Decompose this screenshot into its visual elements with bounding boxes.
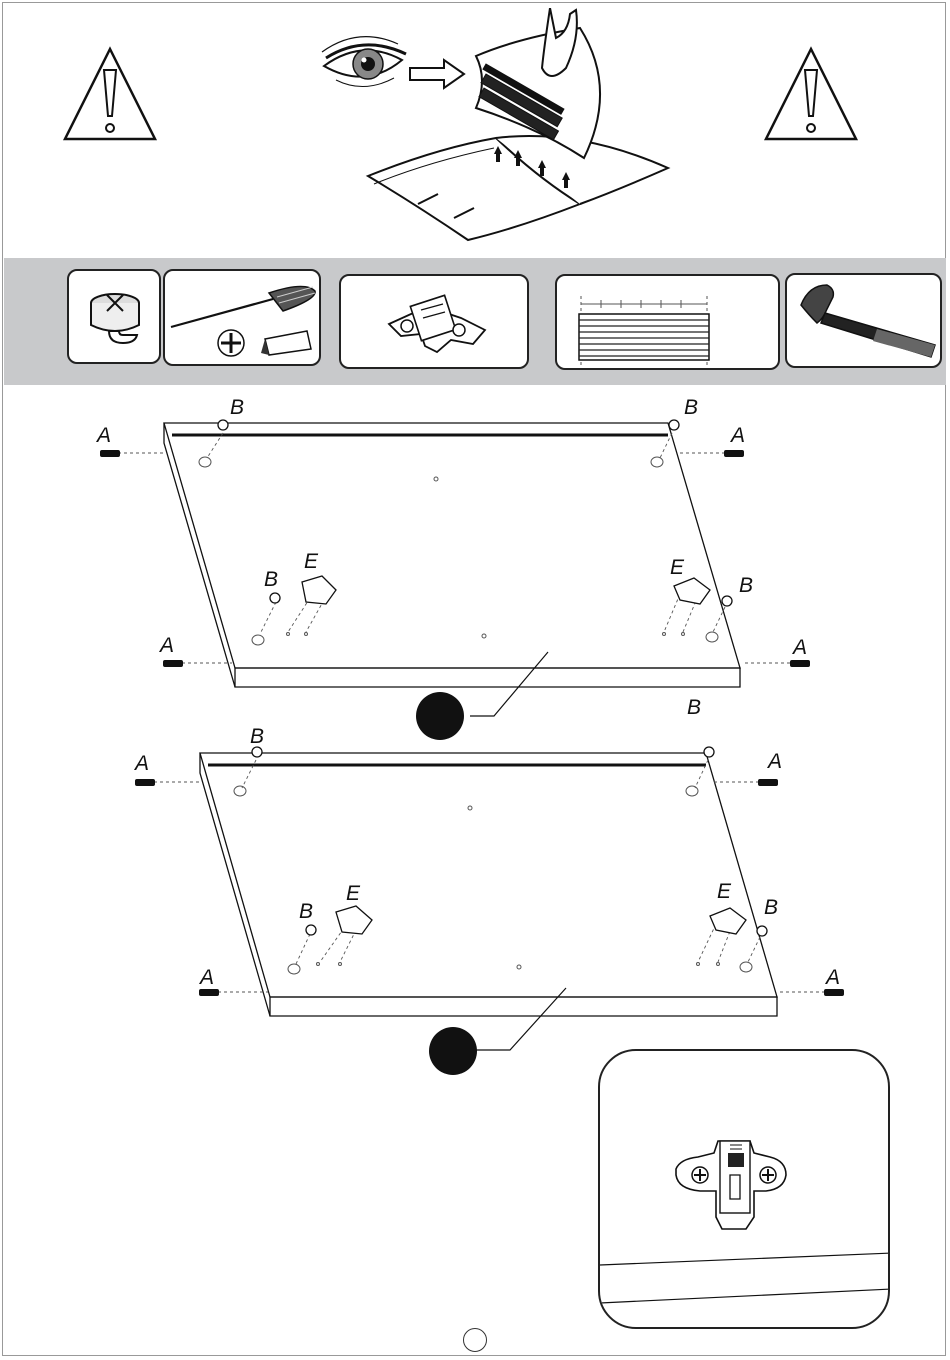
hammer-icon <box>787 275 942 368</box>
tool-box-measure <box>555 274 780 370</box>
warning-triangle-icon-left <box>62 46 158 142</box>
label-b: B <box>230 396 244 420</box>
label-e: E <box>670 556 684 580</box>
tool-box-hinge-plate <box>339 274 529 369</box>
label-b: B <box>764 896 778 920</box>
label-b: B <box>684 396 698 420</box>
label-b-stray: B <box>687 696 701 720</box>
label-a: A <box>160 634 174 658</box>
label-a: A <box>768 750 782 774</box>
warning-triangle-icon-right <box>763 46 859 142</box>
cam-lock-icon <box>79 281 151 353</box>
panel-2-diagram <box>130 742 850 1072</box>
detail-box <box>598 1049 890 1329</box>
label-b: B <box>264 568 278 592</box>
label-b: B <box>739 574 753 598</box>
tool-box-hammer <box>785 273 942 368</box>
label-a: A <box>200 966 214 990</box>
ruler-measure-icon <box>557 276 780 370</box>
label-a: A <box>731 424 745 448</box>
page-number-circle <box>463 1328 487 1352</box>
label-e: E <box>717 880 731 904</box>
label-a: A <box>826 966 840 990</box>
eye-icon <box>322 37 406 87</box>
label-b: B <box>250 725 264 749</box>
screwdriver-icon <box>165 271 321 366</box>
detail-panel-edge <box>600 1247 890 1329</box>
arrow-right-icon <box>410 60 464 88</box>
tool-box-screwdriver <box>163 269 321 366</box>
hinge-plate-detail-icon <box>670 1135 790 1231</box>
hinge-plate-icon <box>381 290 491 360</box>
label-e: E <box>304 550 318 574</box>
label-a: A <box>135 752 149 776</box>
step-number-circle-1 <box>416 692 464 740</box>
tool-box-cam-lock <box>67 269 161 364</box>
panel-1-diagram <box>90 400 830 740</box>
step-number-circle-2 <box>429 1027 477 1075</box>
label-b: B <box>299 900 313 924</box>
label-a: A <box>97 424 111 448</box>
read-instructions-icon <box>318 8 684 244</box>
label-e: E <box>346 882 360 906</box>
label-a: A <box>793 636 807 660</box>
